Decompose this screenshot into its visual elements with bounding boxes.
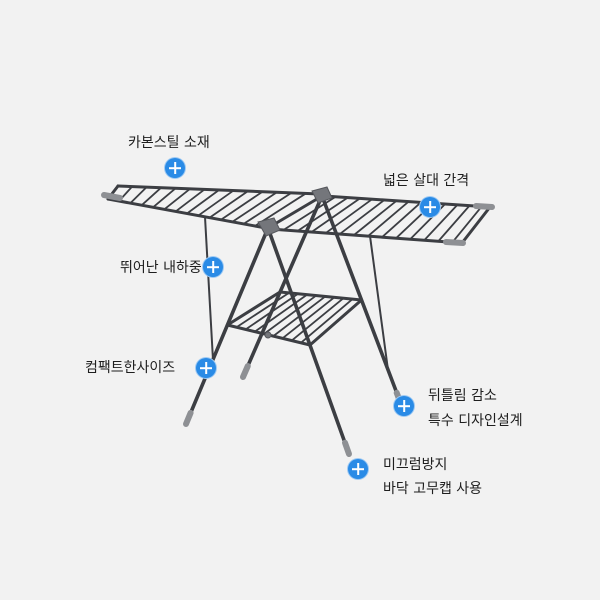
foot-cap [183,409,194,427]
callout-line: 뛰어난 내하중 [120,260,202,276]
right-wing-back-rail [322,194,492,209]
left-wing-rung [208,190,249,219]
left-wing-rung [242,191,293,225]
callout-label: 뛰어난 내하중 [120,259,202,277]
left-wing-rung [129,186,148,205]
callout-line: 컴팩트한사이즈 [85,360,176,376]
callout-line: 카본스틸 소재 [128,135,210,151]
front-hinge-joint [257,217,281,237]
right-wing-end-bar [460,205,492,245]
left-wing-front-rail [106,197,268,230]
left-wing-rung [152,187,177,209]
shelf-rung [300,298,354,344]
left-wing-rung [163,187,191,211]
left-wing [101,184,322,230]
lower-shelf [225,290,363,347]
right-wing-rung [381,201,422,239]
center-top-bar [266,194,324,230]
shelf-rung [281,296,336,340]
plus-circle-icon[interactable] [202,256,224,278]
front-left-leg [184,226,270,426]
left-wing-rung [220,190,264,221]
callout-line: 특수 디자인설계 [428,413,523,429]
shelf-left-bar [225,290,282,327]
right-wing [268,194,495,246]
callout-label: 미끄럼방지 바닥 고무캡 사용 [383,453,482,501]
plus-circle-icon[interactable] [393,395,415,417]
right-wing-rung [338,199,386,235]
right-wing-rung [437,204,471,243]
callout-line: 넓은 살대 간격 [383,173,470,189]
shelf-rung [263,294,318,335]
left-wing-rung [140,186,162,207]
right-wing-rung [324,198,374,234]
plus-circle-icon[interactable] [347,458,369,480]
right-wing-rung [310,197,361,233]
callout-label: 넓은 살대 간격 [383,172,469,190]
right-wing-rung [352,199,398,237]
callout-line: 바닥 고무캡 사용 [383,481,483,497]
front-right-leg [266,226,351,456]
plus-circle-icon[interactable] [195,357,217,379]
callout-line: 뒤틀림 감소 [428,388,497,404]
left-wing-back-rail [116,184,322,196]
callout-label: 카본스틸 소재 [128,134,210,152]
callout-label: 컴팩트한사이즈 [85,359,175,377]
callout-label: 뒤틀림 감소 특수 디자인설계 [428,384,523,434]
right-wing-rung [451,205,483,244]
shelf-rung [235,291,290,329]
plus-circle-icon[interactable] [164,157,186,179]
left-wing-strut [204,216,214,361]
right-wing-strut [369,235,389,371]
left-wing-rung [186,189,220,215]
foot-cap [342,439,352,457]
left-wing-rung [231,191,278,223]
end-cap [101,192,123,201]
shelf-right-bar [308,298,363,347]
end-cap [473,203,495,210]
shelf-back-bar [278,290,363,302]
right-wing-rung [282,195,337,231]
shelf-hinge [264,331,272,339]
right-wing-rung [296,196,349,232]
left-wing-rung [174,188,206,213]
shelf-rung [244,292,299,331]
plus-circle-icon[interactable] [419,196,441,218]
right-wing-front-rail [268,227,464,245]
back-hinge-joint [311,186,333,204]
left-wing-rung [197,189,235,217]
shelf-rung [290,297,345,342]
end-cap [443,239,466,246]
right-wing-rung [423,203,459,242]
right-wing-rung [367,200,410,238]
callout-line: 미끄럼방지 [383,457,448,473]
foot-cap [240,363,251,380]
shelf-rung [253,293,309,333]
back-left-leg [241,194,324,379]
